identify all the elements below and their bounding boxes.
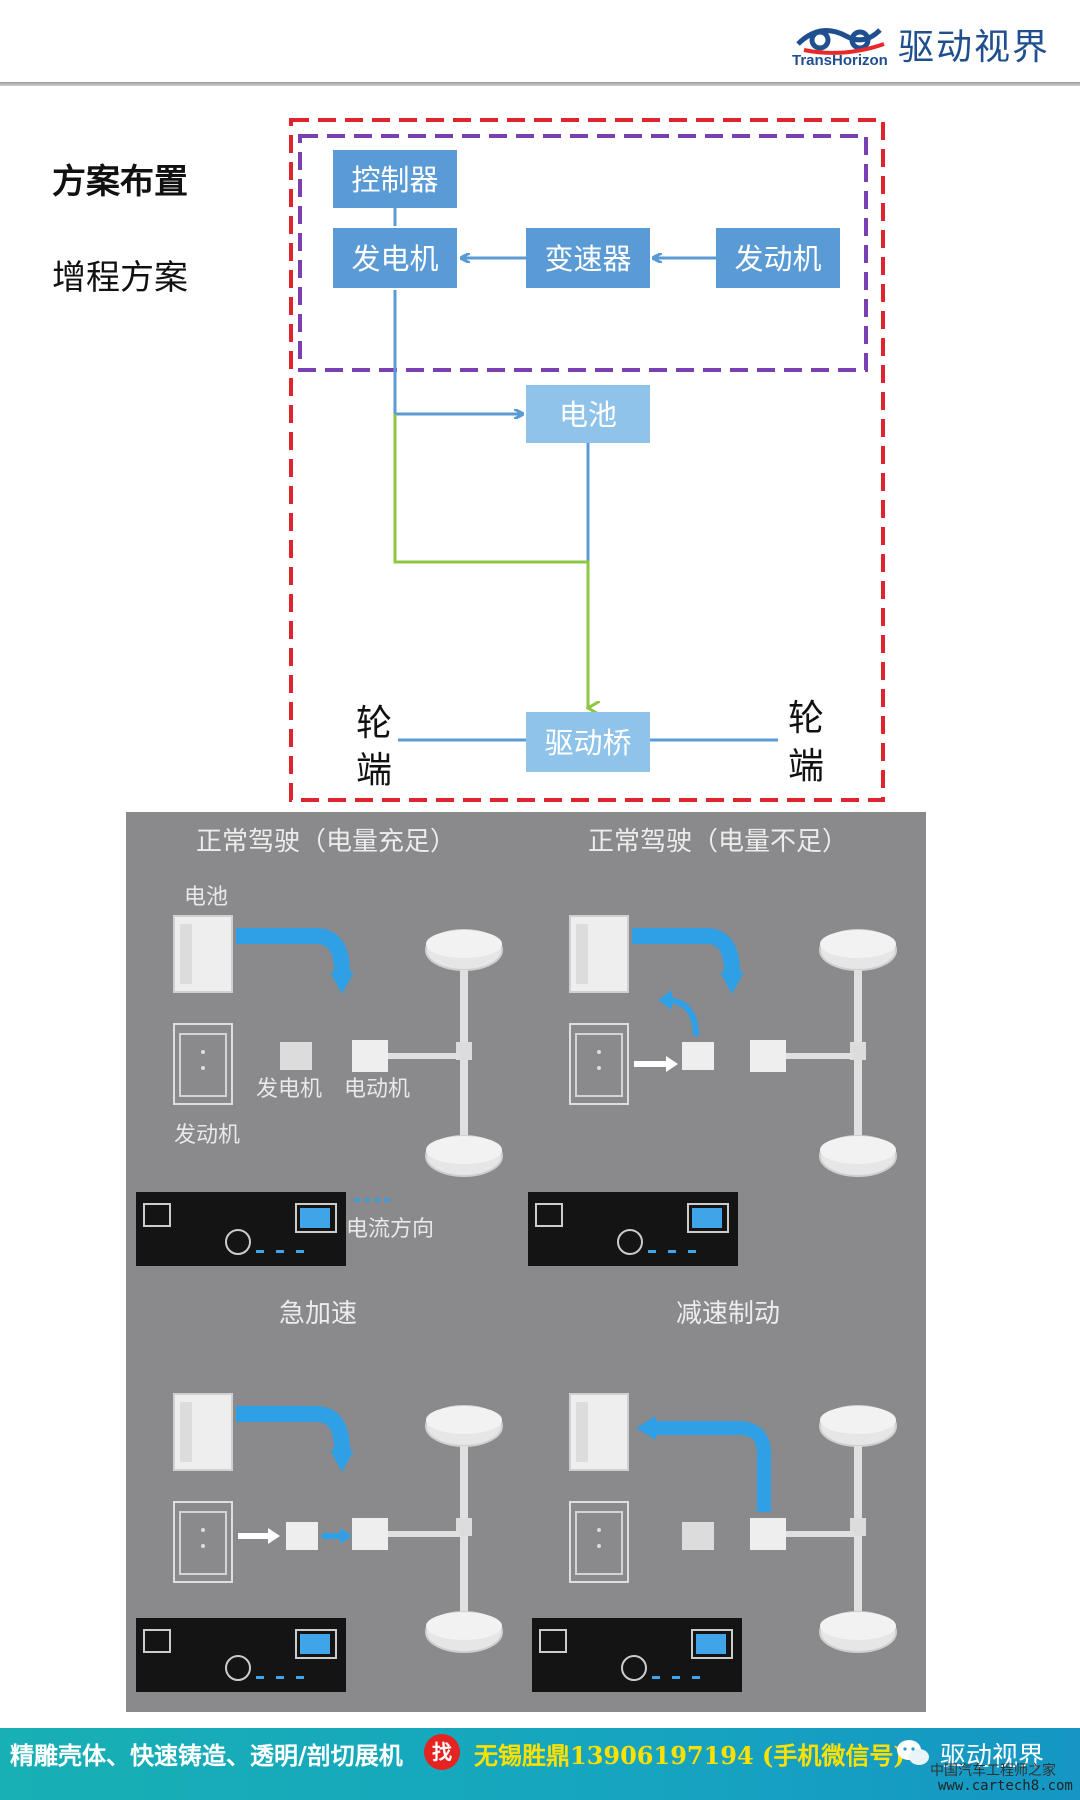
footer-promo-text: 精雕壳体、快速铸造、透明/剖切展机 (10, 1741, 403, 1770)
generator-label: 发电机 (351, 242, 438, 276)
left-wheel-label-2: 端 (356, 750, 392, 791)
gearbox-label: 变速器 (544, 242, 631, 276)
mode-title-normal-low: 正常驾驶（电量不足） (588, 827, 848, 857)
mode-title-normal-full: 正常驾驶（电量充足） (196, 827, 456, 857)
header-bar (0, 0, 1080, 84)
operating-modes-panel: 正常驾驶（电量充足） 正常驾驶（电量不足） 急加速 减速制动 电池 发电机 电动… (126, 812, 926, 1712)
mode-braking-illustration (531, 1393, 896, 1693)
footer-watermark-text: 中国汽车工程师之家 (930, 1763, 1056, 1779)
battery-block (526, 385, 650, 443)
battery-label: 电池 (559, 398, 617, 432)
current-direction-label: 电流方向 (346, 1217, 434, 1242)
wechat-icon (897, 1740, 929, 1765)
purple-dashed-boundary (298, 134, 868, 372)
mode-normal-low-illustration (527, 915, 896, 1267)
logo-chinese-text: 驱动视界 (898, 27, 1051, 68)
footer-contact-text: 无锡胜鼎13906197194 (手机微信号) (474, 1741, 905, 1770)
drive-axle-label: 驱动桥 (544, 726, 631, 760)
generator-to-drive-axle-green (393, 414, 588, 708)
q1-generator-label: 发电机 (256, 1077, 322, 1102)
header-divider (0, 82, 1080, 86)
footer-banner (0, 1728, 1080, 1800)
red-dashed-boundary (289, 118, 885, 802)
range-extender-block-diagram: 控制器 发电机 变速器 发动机 电池 驱动桥 轮 端 轮 端 (289, 118, 885, 802)
footer-find-badge: 找 (424, 1734, 460, 1770)
gearbox-block (526, 228, 650, 288)
q1-battery-label: 电池 (184, 885, 228, 910)
section-subtitle: 增程方案 (52, 258, 188, 298)
controller-block (333, 150, 457, 208)
mode-title-hard-accel: 急加速 (279, 1299, 357, 1329)
transhorizon-logo (796, 28, 885, 55)
controller-label: 控制器 (351, 163, 438, 197)
mode-normal-full-illustration: 电池 发电机 电动机 发动机 电流方向 (135, 885, 502, 1267)
footer-brand-text: 驱动视界 (940, 1742, 1045, 1772)
section-title: 方案布置 (52, 162, 188, 202)
right-wheel-label-2: 端 (788, 746, 824, 787)
footer-url-text: www.cartech8.com (938, 1778, 1073, 1794)
mode-title-braking: 减速制动 (676, 1299, 780, 1329)
generator-block (333, 228, 457, 288)
generator-to-battery-arrow (393, 290, 522, 414)
operating-modes-illustration: 正常驾驶（电量充足） 正常驾驶（电量不足） 急加速 减速制动 电池 发电机 电动… (135, 827, 926, 1693)
drive-axle-block (526, 712, 650, 772)
q1-motor-label: 电动机 (344, 1077, 410, 1102)
right-wheel-label-1: 轮 (788, 698, 824, 739)
engine-block (716, 228, 840, 288)
engine-label: 发动机 (734, 242, 821, 276)
mode-hard-accel-illustration (135, 1393, 502, 1693)
q1-engine-label: 发动机 (174, 1123, 240, 1148)
logo-english-text: TransHorizon (792, 52, 888, 69)
left-wheel-label-1: 轮 (356, 703, 392, 744)
